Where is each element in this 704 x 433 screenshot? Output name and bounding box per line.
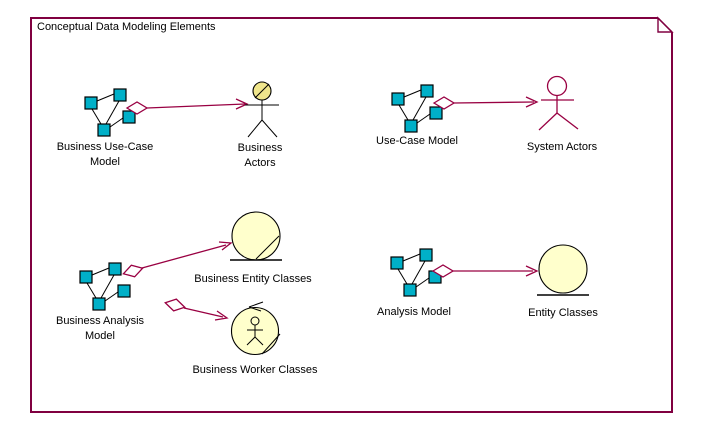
business-entity-classes-label: Business Entity Classes — [194, 273, 312, 285]
business-analysis-model-icon — [79, 261, 187, 314]
arrow-to-business-worker-classes — [183, 307, 229, 321]
business-analysis-model-label: Business Analysis Model — [55, 315, 145, 342]
use-case-model-icon — [391, 84, 455, 133]
system-actors-label: System Actors — [526, 141, 598, 153]
arrow-to-business-actors — [146, 98, 249, 110]
business-worker-classes-label: Business Worker Classes — [192, 364, 318, 376]
note-border — [30, 16, 674, 413]
business-use-case-model-label: Business Use-Case Model — [56, 141, 154, 168]
arrow-to-system-actors — [453, 96, 539, 108]
business-use-case-model-icon — [84, 88, 148, 137]
business-actor-icon — [245, 81, 279, 138]
arrow-to-business-entity-classes — [141, 241, 233, 269]
analysis-model-icon — [390, 248, 454, 297]
business-worker-class-icon — [230, 301, 281, 356]
system-actor-icon — [538, 75, 579, 131]
business-actors-label: Business Actors — [237, 142, 283, 169]
entity-class-icon — [537, 244, 589, 296]
aggregation-diamond — [121, 261, 145, 281]
note-title: Conceptual Data Modeling Elements — [37, 21, 216, 33]
aggregation-diamond — [163, 296, 187, 314]
analysis-model-label: Analysis Model — [377, 306, 451, 318]
entity-classes-label: Entity Classes — [528, 307, 598, 319]
use-case-model-label: Use-Case Model — [376, 135, 458, 147]
business-entity-class-icon — [230, 211, 282, 261]
arrow-to-entity-classes — [453, 265, 539, 277]
